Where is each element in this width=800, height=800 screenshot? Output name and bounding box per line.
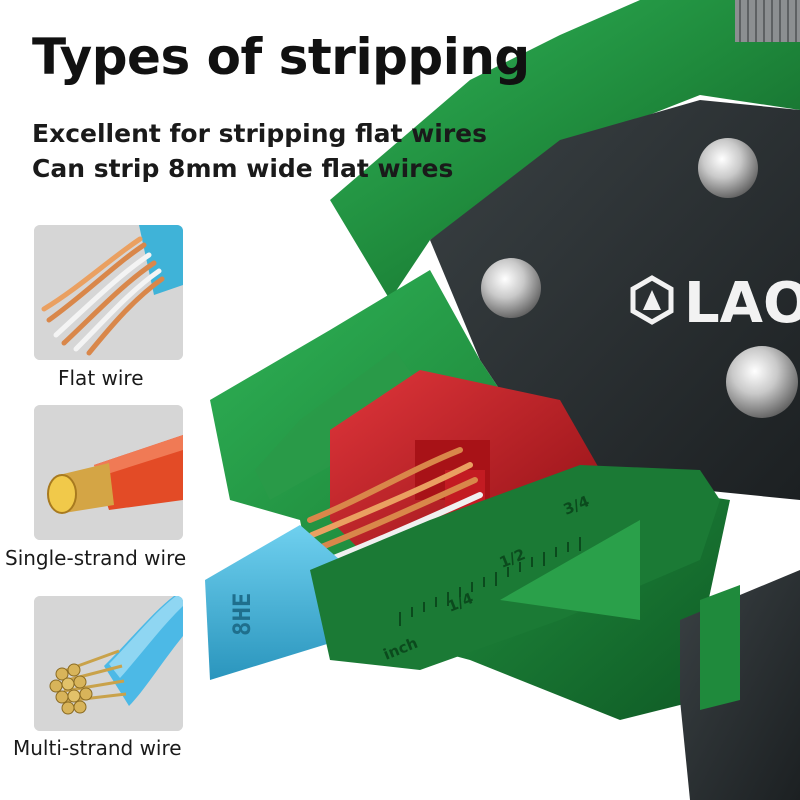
single-strand-wire-icon	[34, 405, 183, 540]
multi-strand-wire-icon	[34, 596, 183, 731]
cable-print-text: 8HE	[228, 593, 256, 636]
brand-logo-text: LAOA	[684, 271, 800, 336]
flat-wire-icon	[34, 225, 183, 360]
single-strand-wire-label: Single-strand wire	[5, 546, 187, 570]
feature-line-2: Can strip 8mm wide flat wires	[32, 154, 454, 183]
feature-line-1: Excellent for stripping flat wires	[32, 119, 487, 148]
single-strand-wire-thumbnail	[34, 405, 183, 540]
page-title: Types of stripping	[32, 28, 530, 86]
multi-strand-wire-thumbnail	[34, 596, 183, 731]
multi-strand-wire-label: Multi-strand wire	[13, 736, 182, 760]
flat-wire-thumbnail	[34, 225, 183, 360]
flat-wire-label: Flat wire	[58, 366, 144, 390]
